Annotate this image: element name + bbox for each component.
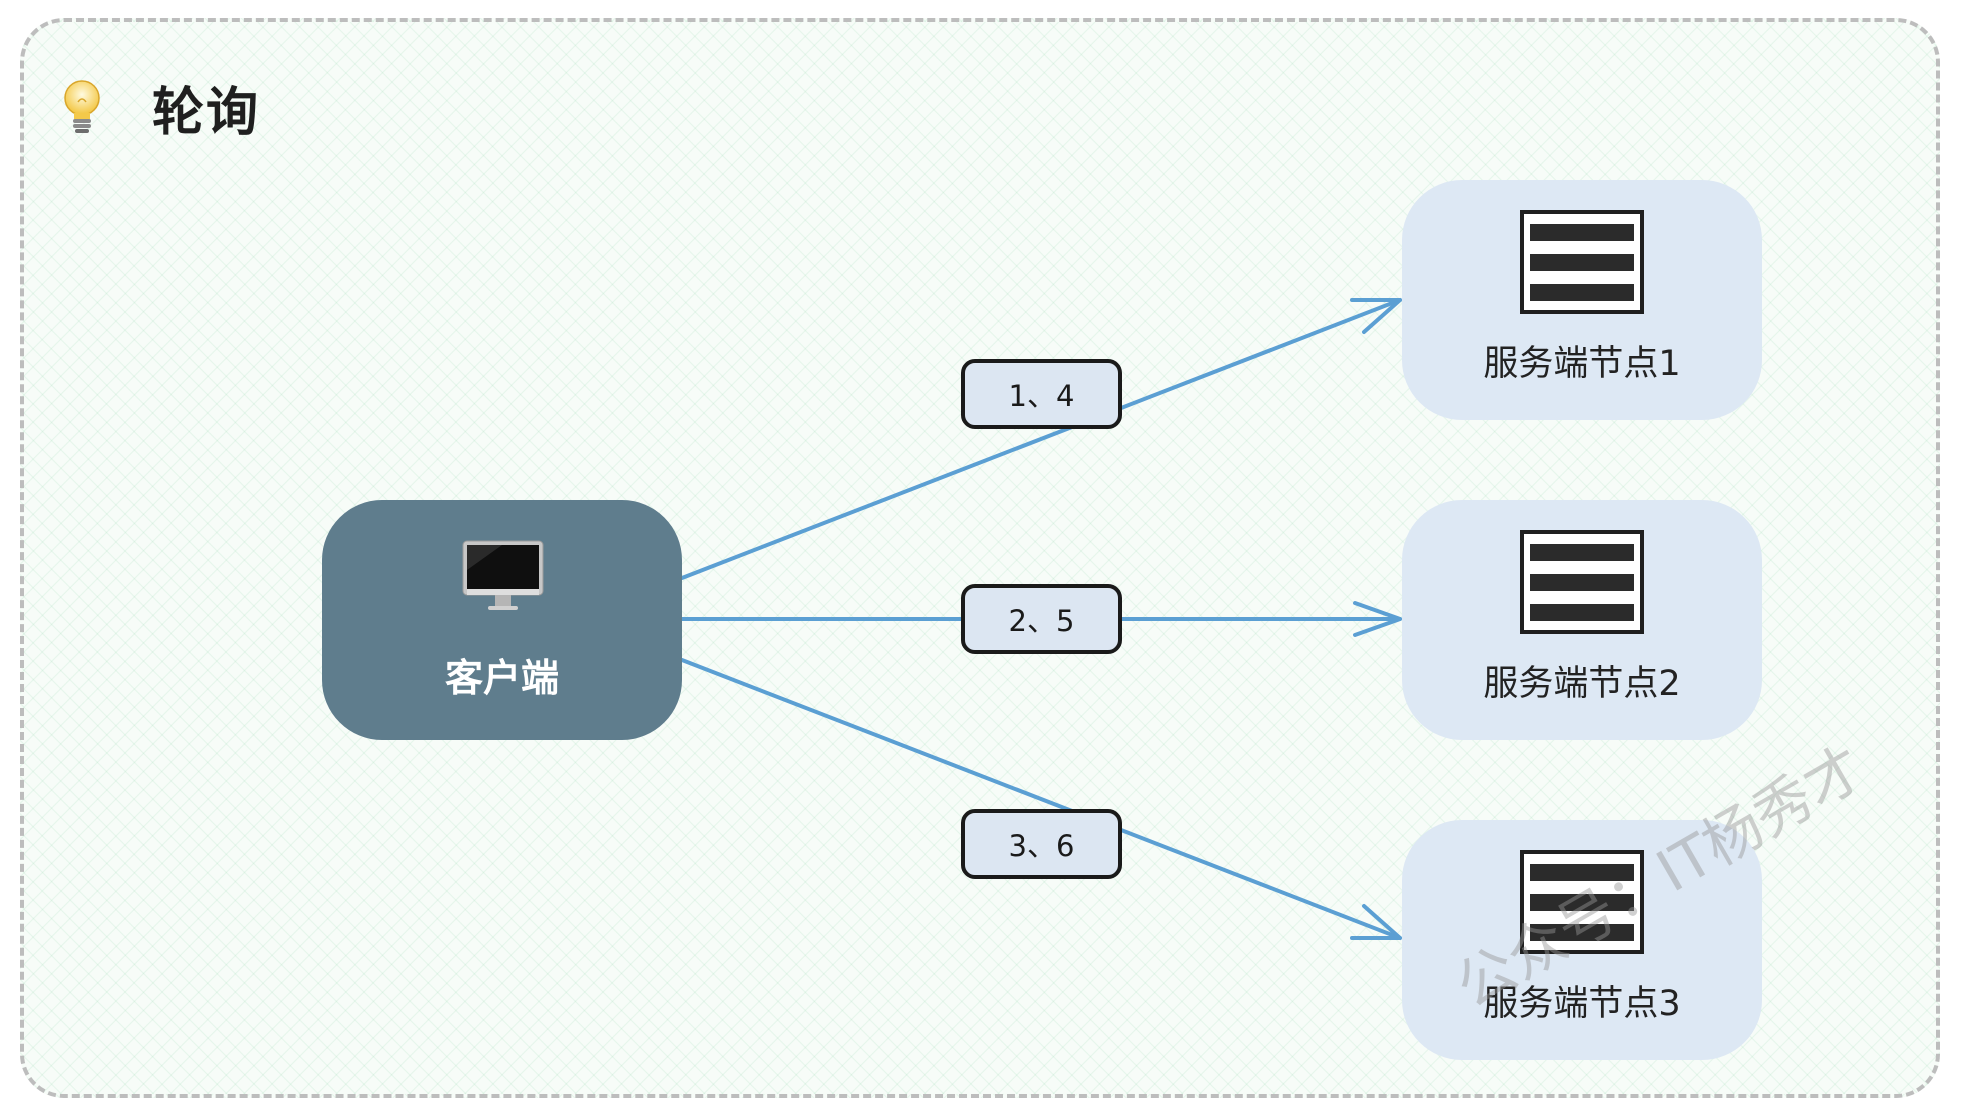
- page-title: 轮询: [152, 83, 261, 143]
- rack-bar: [1530, 284, 1634, 301]
- lightbulb-icon: [64, 79, 100, 133]
- arrowhead-server3: [1350, 904, 1402, 940]
- rack-bar: [1530, 544, 1634, 561]
- client-node: 客户端: [322, 500, 682, 740]
- server-rack-icon: [1520, 850, 1644, 954]
- request-label-1: 1、4: [961, 359, 1122, 429]
- rack-bar: [1530, 604, 1634, 621]
- server-label-2: 服务端节点2: [1483, 664, 1681, 704]
- request-label-2: 2、5: [961, 584, 1122, 654]
- rack-bar: [1530, 864, 1634, 881]
- rack-bar: [1530, 254, 1634, 271]
- request-label-3: 3、6: [961, 809, 1122, 879]
- arrowhead-server2: [1353, 601, 1402, 637]
- server-label-1: 服务端节点1: [1483, 344, 1681, 384]
- server-node-3: 服务端节点3: [1402, 820, 1762, 1060]
- server-node-1: 服务端节点1: [1402, 180, 1762, 420]
- server-rack-icon: [1520, 530, 1644, 634]
- rack-bar: [1530, 894, 1634, 911]
- server-rack-icon: [1520, 210, 1644, 314]
- rack-bar: [1530, 924, 1634, 941]
- edge-client-server3: [680, 658, 1402, 940]
- arrowhead-server1: [1350, 298, 1402, 334]
- title-row: 轮询: [60, 70, 260, 145]
- client-label: 客户端: [444, 656, 559, 700]
- monitor-icon: [462, 540, 544, 610]
- server-label-3: 服务端节点3: [1483, 984, 1681, 1024]
- rack-bar: [1530, 574, 1634, 591]
- rack-bar: [1530, 224, 1634, 241]
- edge-client-server1: [680, 298, 1402, 580]
- server-node-2: 服务端节点2: [1402, 500, 1762, 740]
